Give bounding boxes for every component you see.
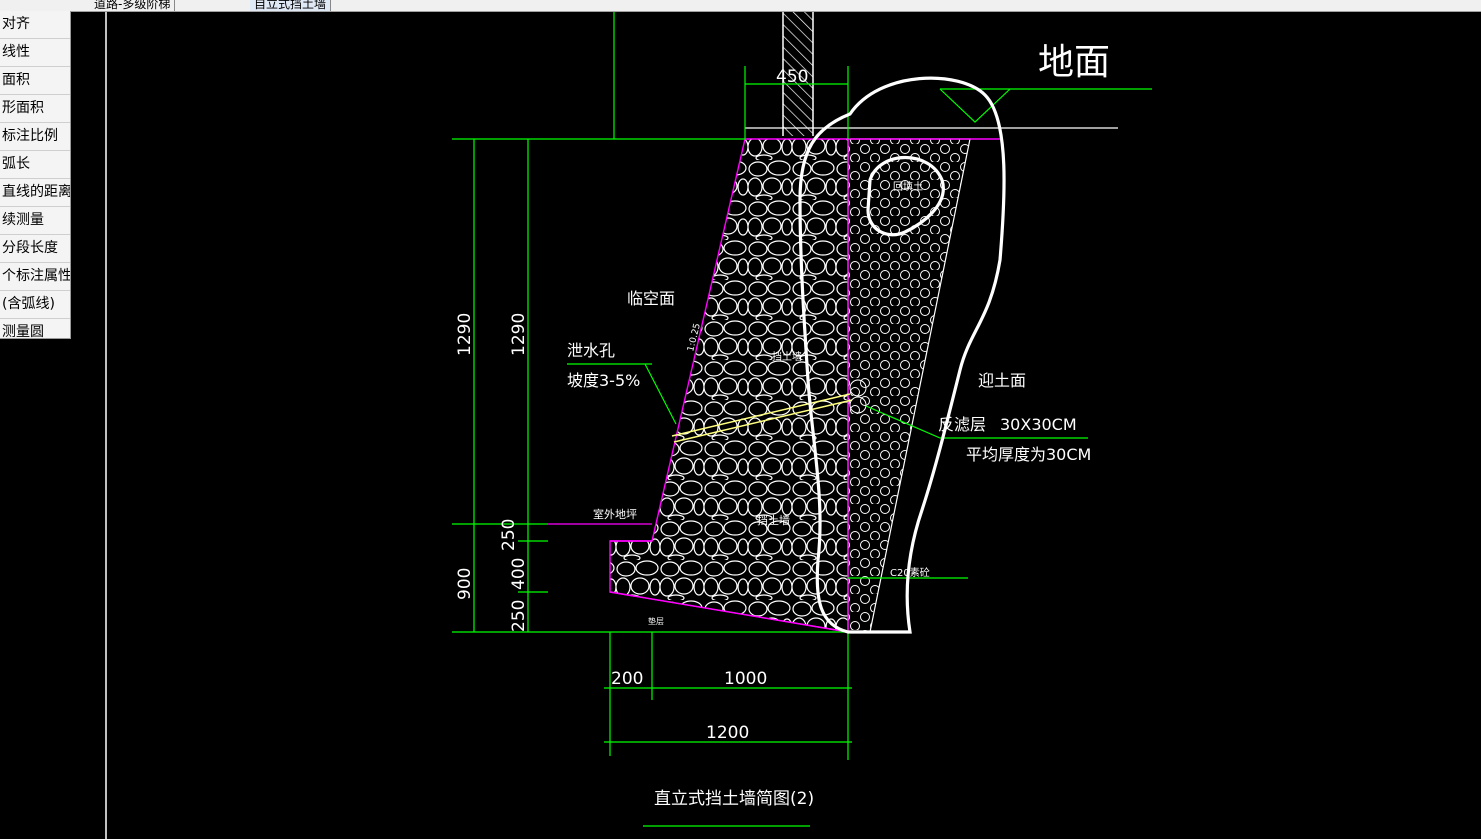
menu-item-2[interactable]: 面积 [0,67,70,95]
markup-backfill-circle [866,156,945,237]
cushion-label: 垫层 [648,616,664,626]
earth-face-label: 迎土面 [978,371,1026,390]
filter-size-label: 30X30CM [1000,415,1077,434]
dim-h-total: 1290 [455,313,475,356]
drawing-title: 直立式挡土墙简图(2) [654,789,814,809]
dim-200: 200 [611,669,643,689]
menu-item-7[interactable]: 续测量 [0,207,70,235]
ground-label: 地面 [1038,42,1110,83]
menu-item-4[interactable]: 标注比例 [0,123,70,151]
dim-1000: 1000 [724,669,767,689]
menu-item-0[interactable]: 对齐 [0,11,70,39]
wall-label-upper: 挡土墙 [772,350,802,363]
dim-top-width: 450 [776,67,808,87]
dimension-menu: 对齐 线性 面积 形面积 标注比例 弧长 直线的距离 续测量 分段长度 个标注属… [0,11,71,339]
filter-layer-label: 反滤层 [938,415,986,434]
c20-label: C20素砼 [890,566,930,579]
menu-item-1[interactable]: 线性 [0,39,70,67]
wall-label: 挡土墙 [757,513,790,527]
menu-item-11[interactable]: 测量圆 [0,319,70,338]
dim-h-found: 900 [455,568,475,600]
weep-pipe [671,379,867,443]
retaining-wall [609,138,849,633]
tab-0[interactable]: 道路-多级阶梯 [90,0,176,11]
menu-item-10[interactable]: (含弧线) [0,291,70,319]
outdoor-ground-label: 室外地坪 [593,507,637,521]
dim-250-bottom: 250 [509,600,529,632]
menu-item-3[interactable]: 形面积 [0,95,70,123]
menu-item-5[interactable]: 弧长 [0,151,70,179]
dim-1200: 1200 [706,723,749,743]
free-face-label: 临空面 [627,289,675,308]
dimension-lines [452,12,1088,827]
menu-item-6[interactable]: 直线的距离 [0,179,70,207]
dim-400: 400 [509,558,529,590]
pile-hatch [782,12,814,136]
dim-h-total-2: 1290 [509,313,529,356]
tab-bar: 道路-多级阶梯 自立式挡土墙 [0,0,1481,12]
menu-item-8[interactable]: 分段长度 [0,235,70,263]
slope-label: 坡度3-5% [567,371,640,390]
markup-outline [798,76,1006,634]
filter-thickness-label: 平均厚度为30CM [966,445,1091,464]
backfill-label: 回填土 [893,180,923,193]
dim-250-top: 250 [499,519,519,551]
weep-hole-label: 泄水孔 [567,341,615,360]
tab-1[interactable]: 自立式挡土墙 [250,0,332,11]
menu-item-9[interactable]: 个标注属性 [0,263,70,291]
